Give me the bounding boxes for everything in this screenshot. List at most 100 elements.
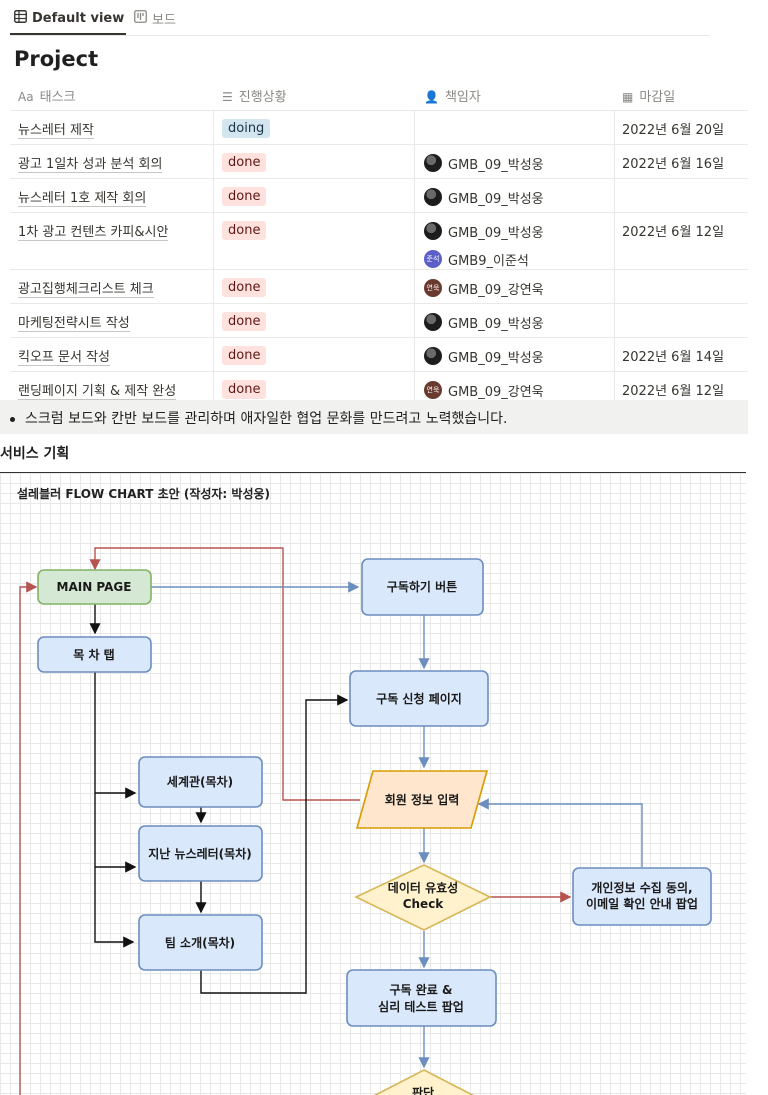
- due-date: 2022년 6월 16일: [622, 157, 725, 172]
- toc-tab-node: [37, 636, 152, 673]
- tab-default-view[interactable]: Default view: [14, 6, 124, 30]
- active-tab-indicator: [10, 33, 126, 35]
- avatar: [424, 347, 442, 365]
- judge-label: 판단: [412, 1085, 434, 1095]
- tab-default-view-label: Default view: [32, 10, 125, 26]
- connector-red-left: [19, 581, 38, 1095]
- section-heading: 서비스 기획: [0, 446, 70, 462]
- task-title[interactable]: 1차 광고 컨텐츠 카피&시안: [18, 225, 169, 241]
- subscribe-button-node: [361, 558, 484, 616]
- table-row[interactable]: 뉴스레터 1호 제작 회의 done GMB_09_박성웅: [10, 179, 748, 213]
- task-title[interactable]: 광고 1일차 성과 분석 회의: [18, 157, 163, 173]
- status-badge: done: [222, 380, 267, 399]
- bullet-icon: [10, 416, 15, 422]
- status-badge: done: [222, 221, 267, 240]
- task-title[interactable]: 뉴스레터 제작: [18, 123, 94, 139]
- avatar: 준석: [424, 250, 442, 268]
- owner: GMB_09_박성웅: [424, 346, 544, 366]
- validity-label-2: Check: [403, 897, 445, 911]
- validity-label-1: 데이터 유효성: [388, 880, 458, 895]
- owner: GMB_09_박성웅: [424, 312, 544, 332]
- worldview-node: [138, 756, 263, 808]
- table-icon: [14, 9, 27, 27]
- view-tabs: Default view 보드: [0, 0, 768, 36]
- table-row[interactable]: 마케팅전략시트 작성 done GMB_09_박성웅: [10, 304, 748, 338]
- owner: GMB_09_박성웅: [424, 153, 544, 173]
- team-intro-label: 팀 소개(목차): [165, 935, 235, 950]
- connector-red-loop: [89, 547, 360, 801]
- complete-label-2: 심리 테스트 팝업: [378, 999, 464, 1014]
- bullet-list-item[interactable]: 스크럼 보드와 칸반 보드를 관리하며 애자일한 협업 문화를 만드려고 노력했…: [0, 400, 748, 434]
- flowchart-image: MAIN PAGE 목 차 탭 세계관(목차) 지난 뉴스레터(목차) 팀 소개…: [0, 473, 746, 1095]
- task-title[interactable]: 광고집행체크리스트 체크: [18, 282, 154, 298]
- avatar: 연욱: [424, 381, 442, 399]
- worldview-label: 세계관(목차): [167, 774, 233, 789]
- due-date: 2022년 6월 14일: [622, 350, 725, 365]
- task-title[interactable]: 킥오프 문서 작성: [18, 350, 110, 366]
- database-title[interactable]: Project: [14, 47, 99, 71]
- consent-label-2: 이메일 확인 안내 팝업: [586, 896, 698, 911]
- list-property-icon: ☰: [222, 90, 233, 104]
- complete-label-1: 구독 완료 &: [390, 983, 453, 997]
- past-newsletter-label: 지난 뉴스레터(목차): [148, 846, 251, 861]
- main-page-node: [37, 569, 152, 605]
- person-property-icon: 👤: [424, 90, 439, 104]
- flowchart-title: 설레블러 FLOW CHART 초안 (작성자: 박성웅): [17, 487, 271, 501]
- consent-popup-node: [572, 867, 712, 926]
- toc-tab-label: 목 차 탭: [73, 647, 114, 662]
- consent-label-1: 개인정보 수집 동의,: [591, 880, 692, 895]
- table-row[interactable]: 킥오프 문서 작성 done GMB_09_박성웅 2022년 6월 14일: [10, 338, 748, 372]
- column-header-owner[interactable]: 👤책임자: [424, 90, 481, 105]
- avatar: [424, 222, 442, 240]
- member-info-label: 회원 정보 입력: [385, 792, 460, 807]
- main-page-label: MAIN PAGE: [57, 580, 132, 594]
- subscribe-page-label: 구독 신청 페이지: [376, 691, 462, 706]
- column-header-status[interactable]: ☰진행상황: [222, 90, 287, 105]
- bullet-text: 스크럼 보드와 칸반 보드를 관리하며 애자일한 협업 문화를 만드려고 노력했…: [25, 411, 508, 427]
- judge-node: [373, 1069, 475, 1095]
- task-title[interactable]: 마케팅전략시트 작성: [18, 316, 130, 332]
- due-date: 2022년 6월 20일: [622, 123, 725, 138]
- avatar: [424, 188, 442, 206]
- calendar-property-icon: ▦: [622, 90, 634, 104]
- tab-board[interactable]: 보드: [134, 6, 176, 30]
- column-header-due[interactable]: ▦마감일: [622, 90, 676, 105]
- flowchart-diagram: MAIN PAGE 목 차 탭 세계관(목차) 지난 뉴스레터(목차) 팀 소개…: [19, 547, 712, 1095]
- task-title[interactable]: 뉴스레터 1호 제작 회의: [18, 191, 147, 207]
- due-date: 2022년 6월 12일: [622, 384, 725, 399]
- task-title[interactable]: 랜딩페이지 기획 & 제작 완성: [18, 384, 177, 400]
- avatar: 연욱: [424, 279, 442, 297]
- avatar: [424, 154, 442, 172]
- due-date: 2022년 6월 12일: [622, 225, 725, 240]
- status-badge: doing: [222, 119, 271, 138]
- status-badge: done: [222, 312, 267, 331]
- avatar: [424, 313, 442, 331]
- connector: [200, 694, 349, 994]
- team-intro-node: [138, 914, 263, 971]
- table-row[interactable]: 뉴스레터 제작 doing 2022년 6월 20일: [10, 111, 748, 145]
- member-info-node: [355, 770, 489, 829]
- connector-consent-back: [477, 798, 643, 867]
- status-badge: done: [222, 346, 267, 365]
- board-icon: [134, 9, 147, 27]
- status-badge: done: [222, 278, 267, 297]
- subscribe-complete-node: [346, 969, 497, 1027]
- connector: [94, 672, 135, 948]
- section-divider: [0, 472, 746, 473]
- table-row[interactable]: 광고 1일차 성과 분석 회의 done GMB_09_박성웅 2022년 6월…: [10, 145, 748, 179]
- past-newsletter-node: [138, 825, 263, 882]
- subscribe-page-node: [349, 670, 489, 727]
- tab-board-label: 보드: [152, 12, 176, 28]
- status-badge: done: [222, 153, 267, 172]
- owner: GMB_09_박성웅: [424, 221, 544, 241]
- subscribe-button-label: 구독하기 버튼: [387, 579, 457, 594]
- owner: GMB_09_박성웅: [424, 187, 544, 207]
